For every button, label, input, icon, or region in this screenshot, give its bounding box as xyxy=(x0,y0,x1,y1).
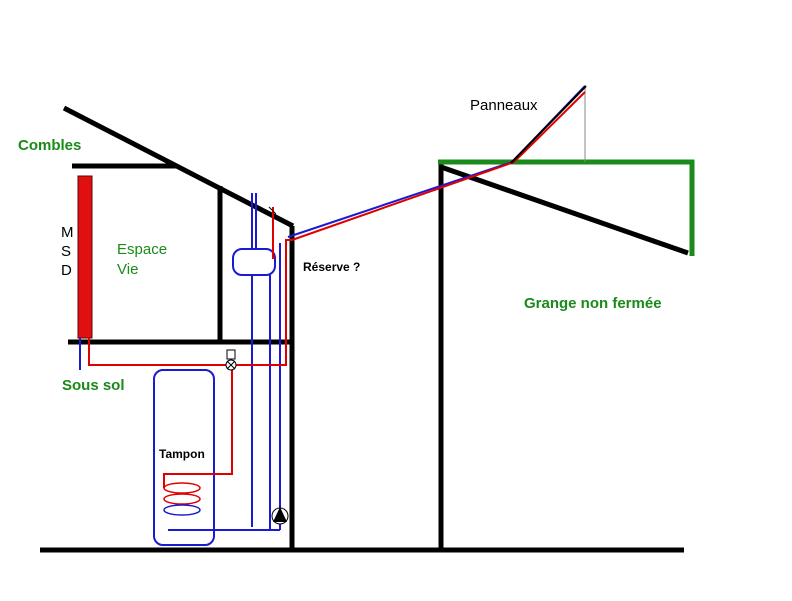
solar-hot-pipe xyxy=(291,91,586,241)
hot-pipes xyxy=(88,207,292,488)
structure xyxy=(40,105,689,553)
label-grange: Grange non fermée xyxy=(524,295,662,312)
label-panneaux: Panneaux xyxy=(470,97,538,114)
vent-pipe xyxy=(268,206,277,215)
label-tampon: Tampon xyxy=(159,447,205,461)
tampon-coil xyxy=(163,482,201,516)
three-way-valve xyxy=(225,349,237,371)
label-msd-s: S xyxy=(61,243,71,260)
label-msd-d: D xyxy=(61,262,72,279)
reserve-tank xyxy=(232,248,276,276)
label-sous-sol: Sous sol xyxy=(62,377,125,394)
barn-roof xyxy=(440,164,689,256)
msd-heater xyxy=(77,175,93,339)
label-vie: Vie xyxy=(117,261,138,278)
label-reserve: Réserve ? xyxy=(303,260,360,274)
house-roof xyxy=(62,105,295,229)
solar-panel xyxy=(510,85,587,164)
pump-icon xyxy=(271,507,289,525)
barn-frame xyxy=(438,159,695,256)
label-combles: Combles xyxy=(18,137,81,154)
label-msd-m: M xyxy=(61,224,74,241)
label-espace: Espace xyxy=(117,241,167,258)
